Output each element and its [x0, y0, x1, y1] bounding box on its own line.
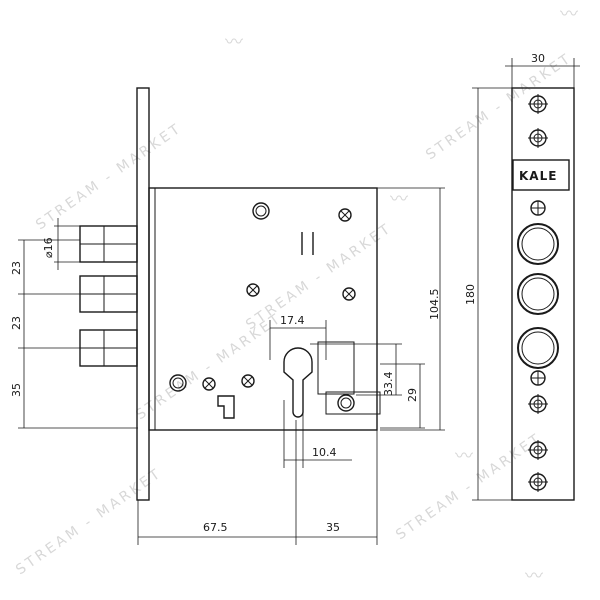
- mounting-hole: [337, 394, 355, 412]
- watermark-text: STREAM - MARKET: [133, 310, 285, 423]
- dimension-body-right: 35: [326, 521, 340, 534]
- lock-body-view: [79, 87, 381, 501]
- dimension-cylinder-width: 17.4: [280, 314, 305, 327]
- faceplate-view: KALE: [511, 87, 575, 501]
- screw-hole-icon: [528, 94, 548, 114]
- brand-badge: [512, 159, 570, 191]
- dimension-bolt-diameter: ⌀16: [42, 237, 55, 258]
- dimension-lines-body: 23 23 35 ⌀16 104.5 33.4 29 17.4 10.4 67: [10, 187, 445, 545]
- dimension-cylinder-lower: 29: [406, 388, 419, 402]
- dimension-cylinder-height: 33.4: [382, 372, 395, 397]
- latch-lever: [217, 395, 235, 419]
- screw-hole-icon: [528, 440, 548, 460]
- cylinder-plate: [325, 391, 381, 415]
- screw-icon: [530, 370, 546, 386]
- cylinder-cutout: [283, 347, 313, 418]
- dimension-bolt-bottom: 35: [10, 383, 23, 397]
- mounting-hole: [252, 202, 270, 220]
- watermark-logo-icon: 〰: [390, 189, 408, 210]
- bolt-bottom: [79, 329, 138, 367]
- bolt-middle: [79, 275, 138, 313]
- screw-icon: [202, 377, 216, 391]
- dimension-cylinder-neck: 10.4: [312, 446, 337, 459]
- watermark-logo-icon: 〰: [225, 32, 243, 53]
- faceplate: [511, 87, 575, 501]
- dimension-faceplate-width: 30: [531, 52, 545, 65]
- mounting-hole: [169, 374, 187, 392]
- screw-icon: [338, 208, 352, 222]
- dimension-backset: 67.5: [203, 521, 228, 534]
- dimension-body-height: 104.5: [428, 289, 441, 321]
- dimension-lines-faceplate: 30 180: [464, 52, 580, 501]
- dimension-faceplate-height: 180: [464, 284, 477, 305]
- watermark-logo-icon: 〰: [525, 566, 543, 587]
- screw-hole-icon: [528, 394, 548, 414]
- dimension-bolt-mid-gap: 23: [10, 316, 23, 330]
- bolt-top: [79, 225, 138, 263]
- dimension-bolt-top-gap: 23: [10, 261, 23, 275]
- lock-case: [148, 187, 378, 431]
- screw-icon: [241, 374, 255, 388]
- watermark-text: STREAM - MARKET: [33, 120, 185, 233]
- watermark-text: STREAM - MARKET: [13, 465, 165, 578]
- screw-icon: [530, 200, 546, 216]
- bolt-hole: [517, 273, 559, 315]
- watermark-text: STREAM - MARKET: [243, 220, 395, 333]
- brand-logo: KALE: [519, 169, 557, 183]
- screw-hole-icon: [528, 472, 548, 492]
- watermark-text: STREAM - MARKET: [423, 50, 575, 163]
- bolt-hole: [517, 327, 559, 369]
- watermark-logo-icon: 〰: [560, 4, 578, 25]
- watermark-logo-icon: 〰: [455, 446, 473, 467]
- screw-hole-icon: [528, 128, 548, 148]
- cylinder-plate: [317, 341, 355, 395]
- watermark-layer: STREAM - MARKET STREAM - MARKET STREAM -…: [13, 4, 578, 587]
- screw-icon: [246, 283, 260, 297]
- screw-icon: [342, 287, 356, 301]
- bolt-hole: [517, 223, 559, 265]
